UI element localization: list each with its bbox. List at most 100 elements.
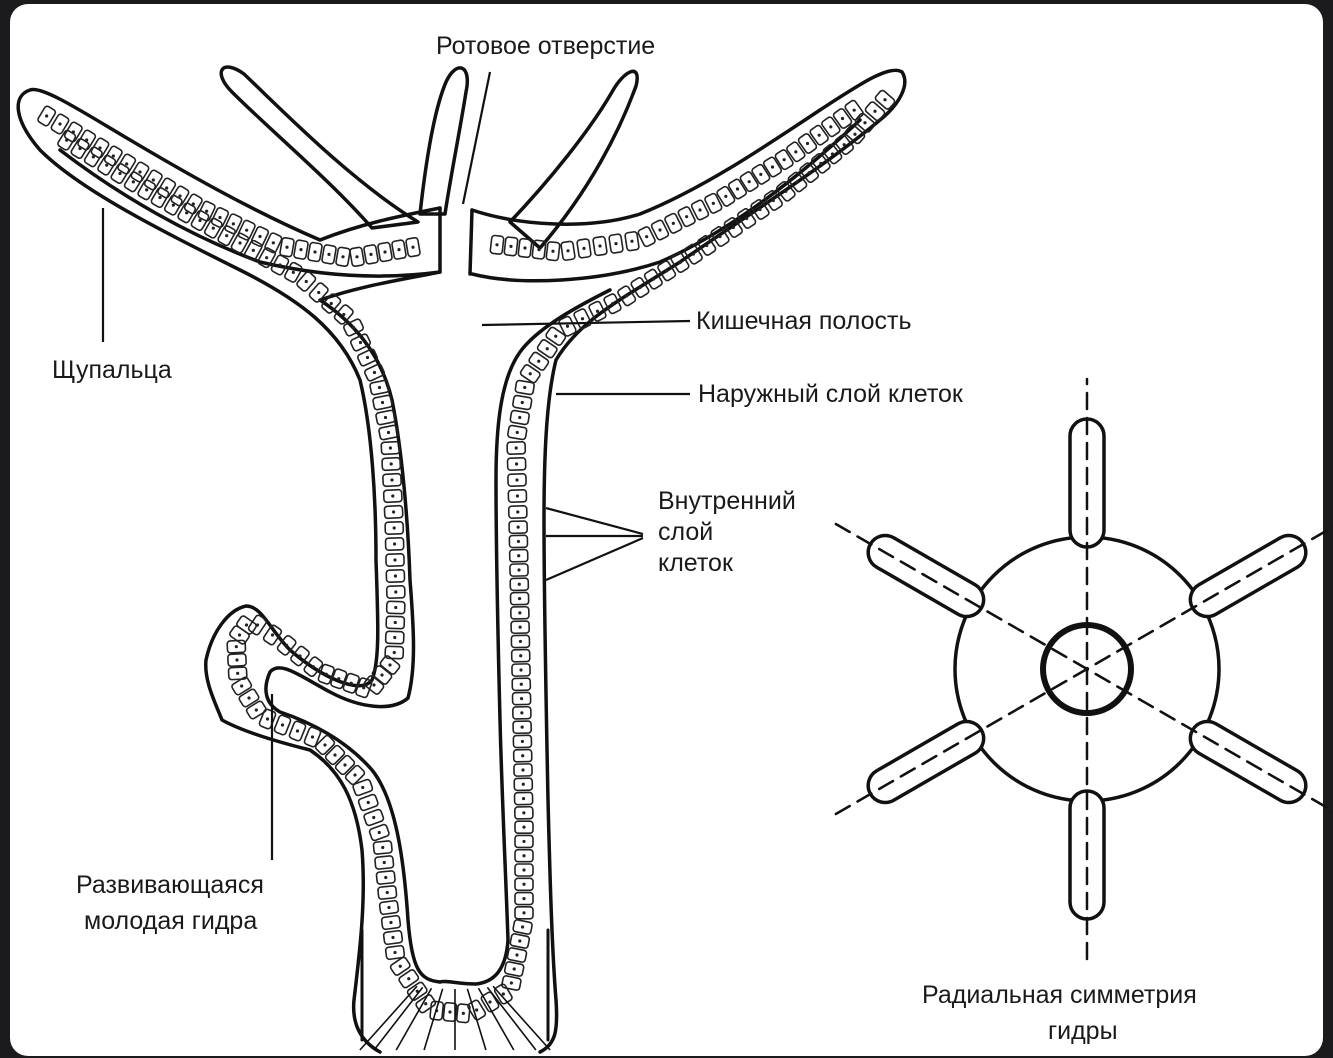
cell-nucleus — [390, 478, 393, 481]
cell-nucleus — [517, 554, 520, 557]
cell-nucleus — [292, 271, 295, 274]
cell-nucleus — [883, 98, 886, 101]
cell-nucleus — [272, 241, 275, 244]
cell-nucleus — [381, 846, 384, 849]
cell-nucleus — [529, 372, 532, 375]
cell-nucleus — [393, 542, 396, 545]
cell-nucleus — [369, 253, 372, 256]
leader-inner-layer-c — [546, 538, 643, 580]
cell-nucleus — [285, 644, 288, 647]
hydra-body — [18, 67, 905, 1052]
cell-nucleus — [522, 797, 525, 800]
cell-nucleus — [517, 526, 520, 529]
cell-nucleus — [522, 840, 525, 843]
cell-nucleus — [519, 640, 522, 643]
cell-nucleus — [399, 965, 402, 968]
cell-nucleus — [614, 242, 617, 245]
cell-nucleus — [266, 717, 269, 720]
label-outer-layer: Наружный слой клеток — [698, 380, 964, 408]
cell-nucleus — [394, 574, 397, 577]
cell-nucleus — [554, 335, 557, 338]
cell-nucleus — [522, 868, 525, 871]
cell-nucleus — [630, 240, 633, 243]
cell-nucleus — [252, 249, 255, 252]
cell-nucleus — [343, 763, 346, 766]
cell-nucleus — [245, 229, 248, 232]
cell-nucleus — [638, 286, 641, 289]
cell-nucleus — [152, 178, 155, 181]
cell-nucleus — [394, 606, 397, 609]
cell-nucleus — [393, 651, 396, 654]
cell-nucleus — [665, 269, 668, 272]
cell-nucleus — [235, 658, 238, 661]
cell-nucleus — [407, 977, 410, 980]
cell-nucleus — [393, 951, 396, 954]
cell-nucleus — [515, 953, 518, 956]
cell-nucleus — [523, 386, 526, 389]
cell-nucleus — [796, 180, 799, 183]
label-tentacles: Щупальца — [52, 356, 172, 384]
cell-nucleus — [718, 235, 721, 238]
label-symmetry-line1: Радиальная симметрия — [922, 981, 1197, 1009]
radial-symmetry-diagram — [836, 379, 1333, 959]
cell-nucleus — [522, 811, 525, 814]
cell-nucleus — [125, 162, 128, 165]
back-tentacle-left — [221, 67, 418, 228]
cell-nucleus — [225, 234, 228, 237]
cell-nucleus — [745, 217, 748, 220]
cell-nucleus — [391, 494, 394, 497]
cell-nucleus — [232, 222, 235, 225]
cell-nucleus — [853, 109, 856, 112]
cell-nucleus — [516, 510, 519, 513]
cell-nucleus — [521, 754, 524, 757]
label-inner-layer-line2: слой — [658, 518, 713, 546]
cell-nucleus — [517, 568, 520, 571]
cell-nucleus — [784, 190, 787, 193]
cell-nucleus — [658, 228, 661, 231]
cell-nucleus — [551, 250, 554, 253]
cell-nucleus — [389, 446, 392, 449]
cell-nucleus — [520, 683, 523, 686]
cell-nucleus — [238, 241, 241, 244]
cell-nucleus — [298, 654, 301, 657]
cell-nucleus — [138, 170, 141, 173]
cell-nucleus — [515, 446, 518, 449]
label-gut-cavity: Кишечная полость — [696, 307, 912, 335]
cell-nucleus — [393, 526, 396, 529]
cell-nucleus — [373, 371, 376, 374]
cell-nucleus — [488, 1000, 491, 1003]
cell-nucleus — [685, 215, 688, 218]
cell-nucleus — [518, 416, 521, 419]
label-inner-layer-line1: Внутренний — [658, 487, 796, 515]
cell-nucleus — [759, 173, 762, 176]
cell-nucleus — [353, 773, 356, 776]
cell-nucleus — [521, 768, 524, 771]
cell-nucleus — [625, 294, 628, 297]
cell-nucleus — [831, 152, 834, 155]
cell-nucleus — [380, 673, 383, 676]
label-mouth: Ротовое отверстие — [436, 32, 655, 60]
cell-nucleus — [384, 416, 387, 419]
cell-nucleus — [819, 162, 822, 165]
cell-nucleus — [258, 235, 261, 238]
cell-nucleus — [281, 723, 284, 726]
cell-nucleus — [165, 186, 168, 189]
cell-nucleus — [45, 114, 48, 117]
cell-nucleus — [372, 816, 375, 819]
cell-nucleus — [65, 139, 68, 142]
cell-nucleus — [158, 196, 161, 199]
cell-nucleus — [516, 494, 519, 497]
cell-nucleus — [132, 180, 135, 183]
cell-nucleus — [448, 1010, 451, 1013]
cell-nucleus — [518, 939, 521, 942]
basal-disc-cell-wall — [360, 986, 417, 1050]
cell-nucleus — [520, 697, 523, 700]
cell-nucleus — [736, 187, 739, 190]
label-inner-layer-line3: клеток — [658, 549, 734, 577]
cell-nucleus — [517, 540, 520, 543]
cell-nucleus — [387, 906, 390, 909]
cell-nucleus — [299, 248, 302, 251]
cell-nucleus — [330, 302, 333, 305]
cell-nucleus — [255, 708, 258, 711]
cell-nucleus — [372, 683, 375, 686]
